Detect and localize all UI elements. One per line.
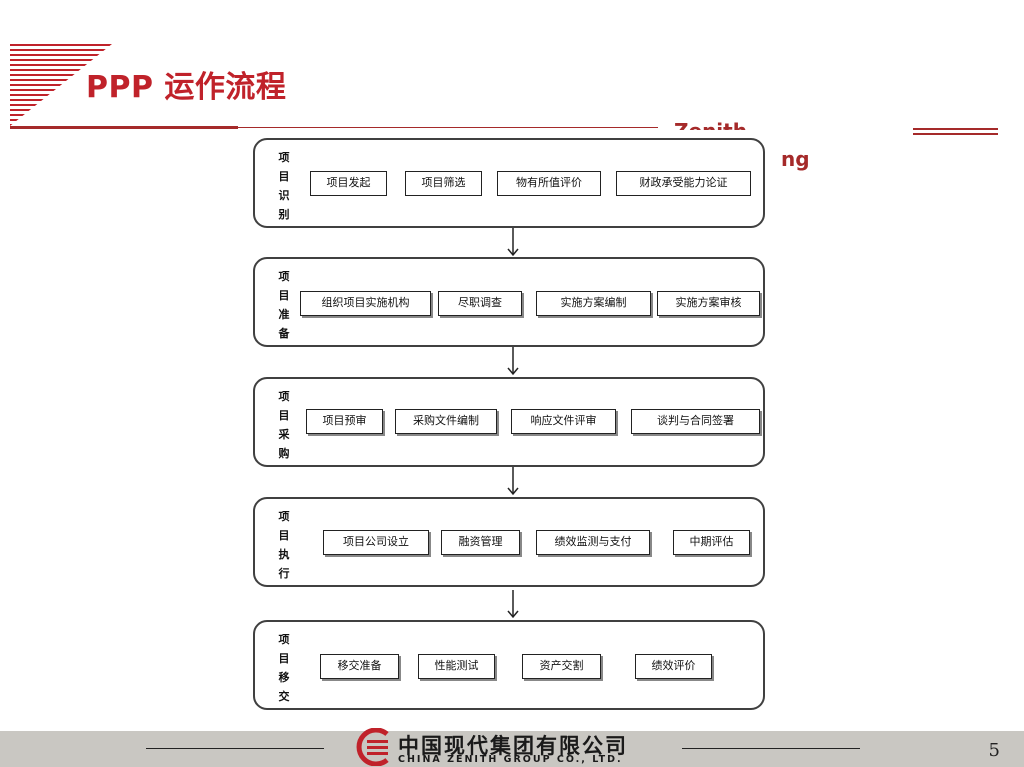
arrow-down-icon: [507, 228, 519, 257]
header-rule-mid: [238, 127, 658, 128]
stage-label: 项目采购: [278, 390, 290, 460]
step-box: 项目发起: [310, 171, 387, 196]
step-box: 采购文件编制: [395, 409, 497, 434]
step-box: 尽职调查: [438, 291, 522, 316]
footer-bar: [0, 731, 1024, 767]
step-box: 性能测试: [418, 654, 495, 679]
step-box: 项目公司设立: [323, 530, 429, 555]
diagonal-stripe-logo-icon: [10, 44, 112, 126]
stage-label: 项目准备: [278, 270, 290, 340]
step-box: 财政承受能力论证: [616, 171, 751, 196]
footer-rule-right: [682, 748, 860, 749]
header-rule-right-1: [913, 128, 998, 130]
step-box: 项目筛选: [405, 171, 482, 196]
page-title: PPP 运作流程: [86, 70, 287, 105]
footer-rule-left: [146, 748, 324, 749]
step-box: 移交准备: [320, 654, 399, 679]
step-box: 绩效评价: [635, 654, 712, 679]
header-rule-left: [10, 126, 238, 129]
step-box: 响应文件评审: [511, 409, 616, 434]
step-box: 项目预审: [306, 409, 383, 434]
page-number: 5: [988, 740, 1000, 761]
step-box: 中期评估: [673, 530, 750, 555]
stage-label: 项目移交: [278, 633, 290, 703]
zenith-logo-icon: [356, 728, 389, 766]
company-logo: 中国现代集团有限公司 CHINA ZENITH GROUP CO., LTD.: [350, 727, 660, 767]
header-rule-right-2: [913, 133, 998, 135]
step-box: 绩效监测与支付: [536, 530, 650, 555]
step-box: 物有所值评价: [497, 171, 601, 196]
stage-label: 项目识别: [278, 151, 290, 221]
step-box: 组织项目实施机构: [300, 291, 431, 316]
company-name-cn: 中国现代集团有限公司: [398, 734, 628, 758]
arrow-down-icon: [507, 467, 519, 496]
step-box: 资产交割: [522, 654, 601, 679]
step-box: 融资管理: [441, 530, 520, 555]
step-box: 谈判与合同签署: [631, 409, 760, 434]
watermark-text-bottom: ng: [781, 147, 810, 171]
company-name-en: CHINA ZENITH GROUP CO., LTD.: [398, 754, 623, 765]
step-box: 实施方案审核: [657, 291, 760, 316]
stage-label: 项目执行: [278, 510, 290, 580]
step-box: 实施方案编制: [536, 291, 651, 316]
arrow-down-icon: [507, 590, 519, 619]
watermark-text-top: Zenith: [674, 116, 747, 130]
arrow-down-icon: [507, 347, 519, 376]
